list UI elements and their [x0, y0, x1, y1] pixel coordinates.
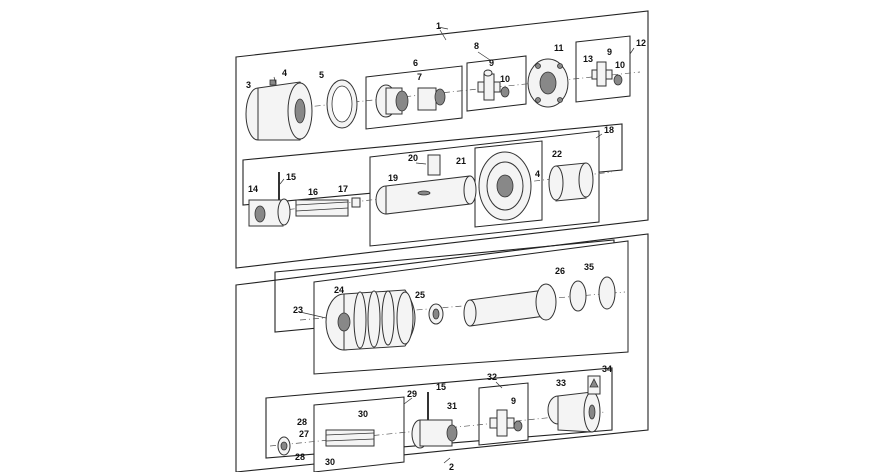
part-33-yoke-flange [547, 391, 601, 433]
part-8-cross-kit [477, 69, 510, 101]
part-22-sleeve [548, 162, 594, 202]
label-part-31: 31 [447, 401, 457, 411]
assembly-2-frame [235, 233, 649, 472]
label-part-10a: 10 [500, 74, 510, 84]
label-part-25: 25 [415, 290, 425, 300]
part-17-nut [351, 197, 361, 208]
label-part-28a: 28 [297, 417, 307, 427]
part-21-guard-cone [478, 151, 532, 221]
part-12-cross-kit [591, 61, 623, 87]
label-part-29: 29 [407, 389, 417, 399]
label-part-21: 21 [456, 156, 466, 166]
part-6-7-joint [375, 84, 446, 118]
label-part-14: 14 [248, 184, 258, 194]
label-part-9b: 9 [607, 47, 612, 57]
label-part-10b: 10 [615, 60, 625, 70]
label-part-4b: 4 [535, 169, 540, 179]
label-part-5: 5 [319, 70, 324, 80]
label-part-11: 11 [554, 43, 564, 53]
part-30-spline-shaft [325, 429, 375, 447]
label-part-35: 35 [584, 262, 594, 272]
part-27-clip-ring [277, 436, 291, 456]
label-part-30b: 30 [325, 457, 335, 467]
label-part-9a: 9 [489, 58, 494, 68]
part-32-cross-kit [489, 409, 523, 437]
label-part-19: 19 [388, 173, 398, 183]
assembly-18-frame [242, 123, 623, 206]
label-part-23: 23 [293, 305, 303, 315]
label-part-27: 27 [299, 429, 309, 439]
label-part-9c: 9 [511, 396, 516, 406]
label-part-4a: 4 [282, 68, 287, 78]
label-part-15a: 15 [286, 172, 296, 182]
part-labels: 1 3 4 5 6 7 8 9 10 11 12 13 9 10 14 15 1… [246, 21, 646, 472]
label-part-24: 24 [334, 285, 344, 295]
part-3-yoke-housing [245, 79, 313, 141]
label-assembly-1: 1 [436, 21, 441, 31]
part-19-inner-tube [375, 175, 477, 215]
leader-lines [273, 26, 635, 464]
part-25-bearing [428, 303, 444, 325]
part-20-decal [427, 154, 441, 176]
label-assembly-2: 2 [449, 462, 454, 472]
part-24-bellows-guard [325, 289, 416, 351]
label-part-6: 6 [413, 58, 418, 68]
label-part-17: 17 [338, 184, 348, 194]
part-34-warning-decal [587, 375, 601, 395]
part-14-joint [248, 198, 291, 227]
label-part-15b: 15 [436, 382, 446, 392]
label-part-33: 33 [556, 378, 566, 388]
part-16-spline-shaft [295, 199, 349, 217]
label-part-13: 13 [583, 54, 593, 64]
part-35-ring [598, 276, 616, 310]
label-part-12: 12 [636, 38, 646, 48]
label-part-34: 34 [602, 364, 612, 374]
label-part-32: 32 [487, 372, 497, 382]
part-outer-tube [463, 283, 557, 327]
part-31-joint [411, 419, 458, 449]
assembly-29-frame [265, 367, 613, 459]
label-part-8: 8 [474, 41, 479, 51]
part-11-flange [527, 58, 569, 108]
label-part-3: 3 [246, 80, 251, 90]
label-part-7: 7 [417, 72, 422, 82]
part-26-ring [569, 280, 587, 312]
label-part-30a: 30 [358, 409, 368, 419]
label-part-22: 22 [552, 149, 562, 159]
axis-line-row1 [249, 71, 641, 114]
label-part-20: 20 [408, 153, 418, 163]
assembly-1-frame [235, 10, 649, 269]
part-5-ring [326, 79, 358, 129]
label-part-16: 16 [308, 187, 318, 197]
label-part-28b: 28 [295, 452, 305, 462]
label-part-18: 18 [604, 125, 614, 135]
label-part-26: 26 [555, 266, 565, 276]
